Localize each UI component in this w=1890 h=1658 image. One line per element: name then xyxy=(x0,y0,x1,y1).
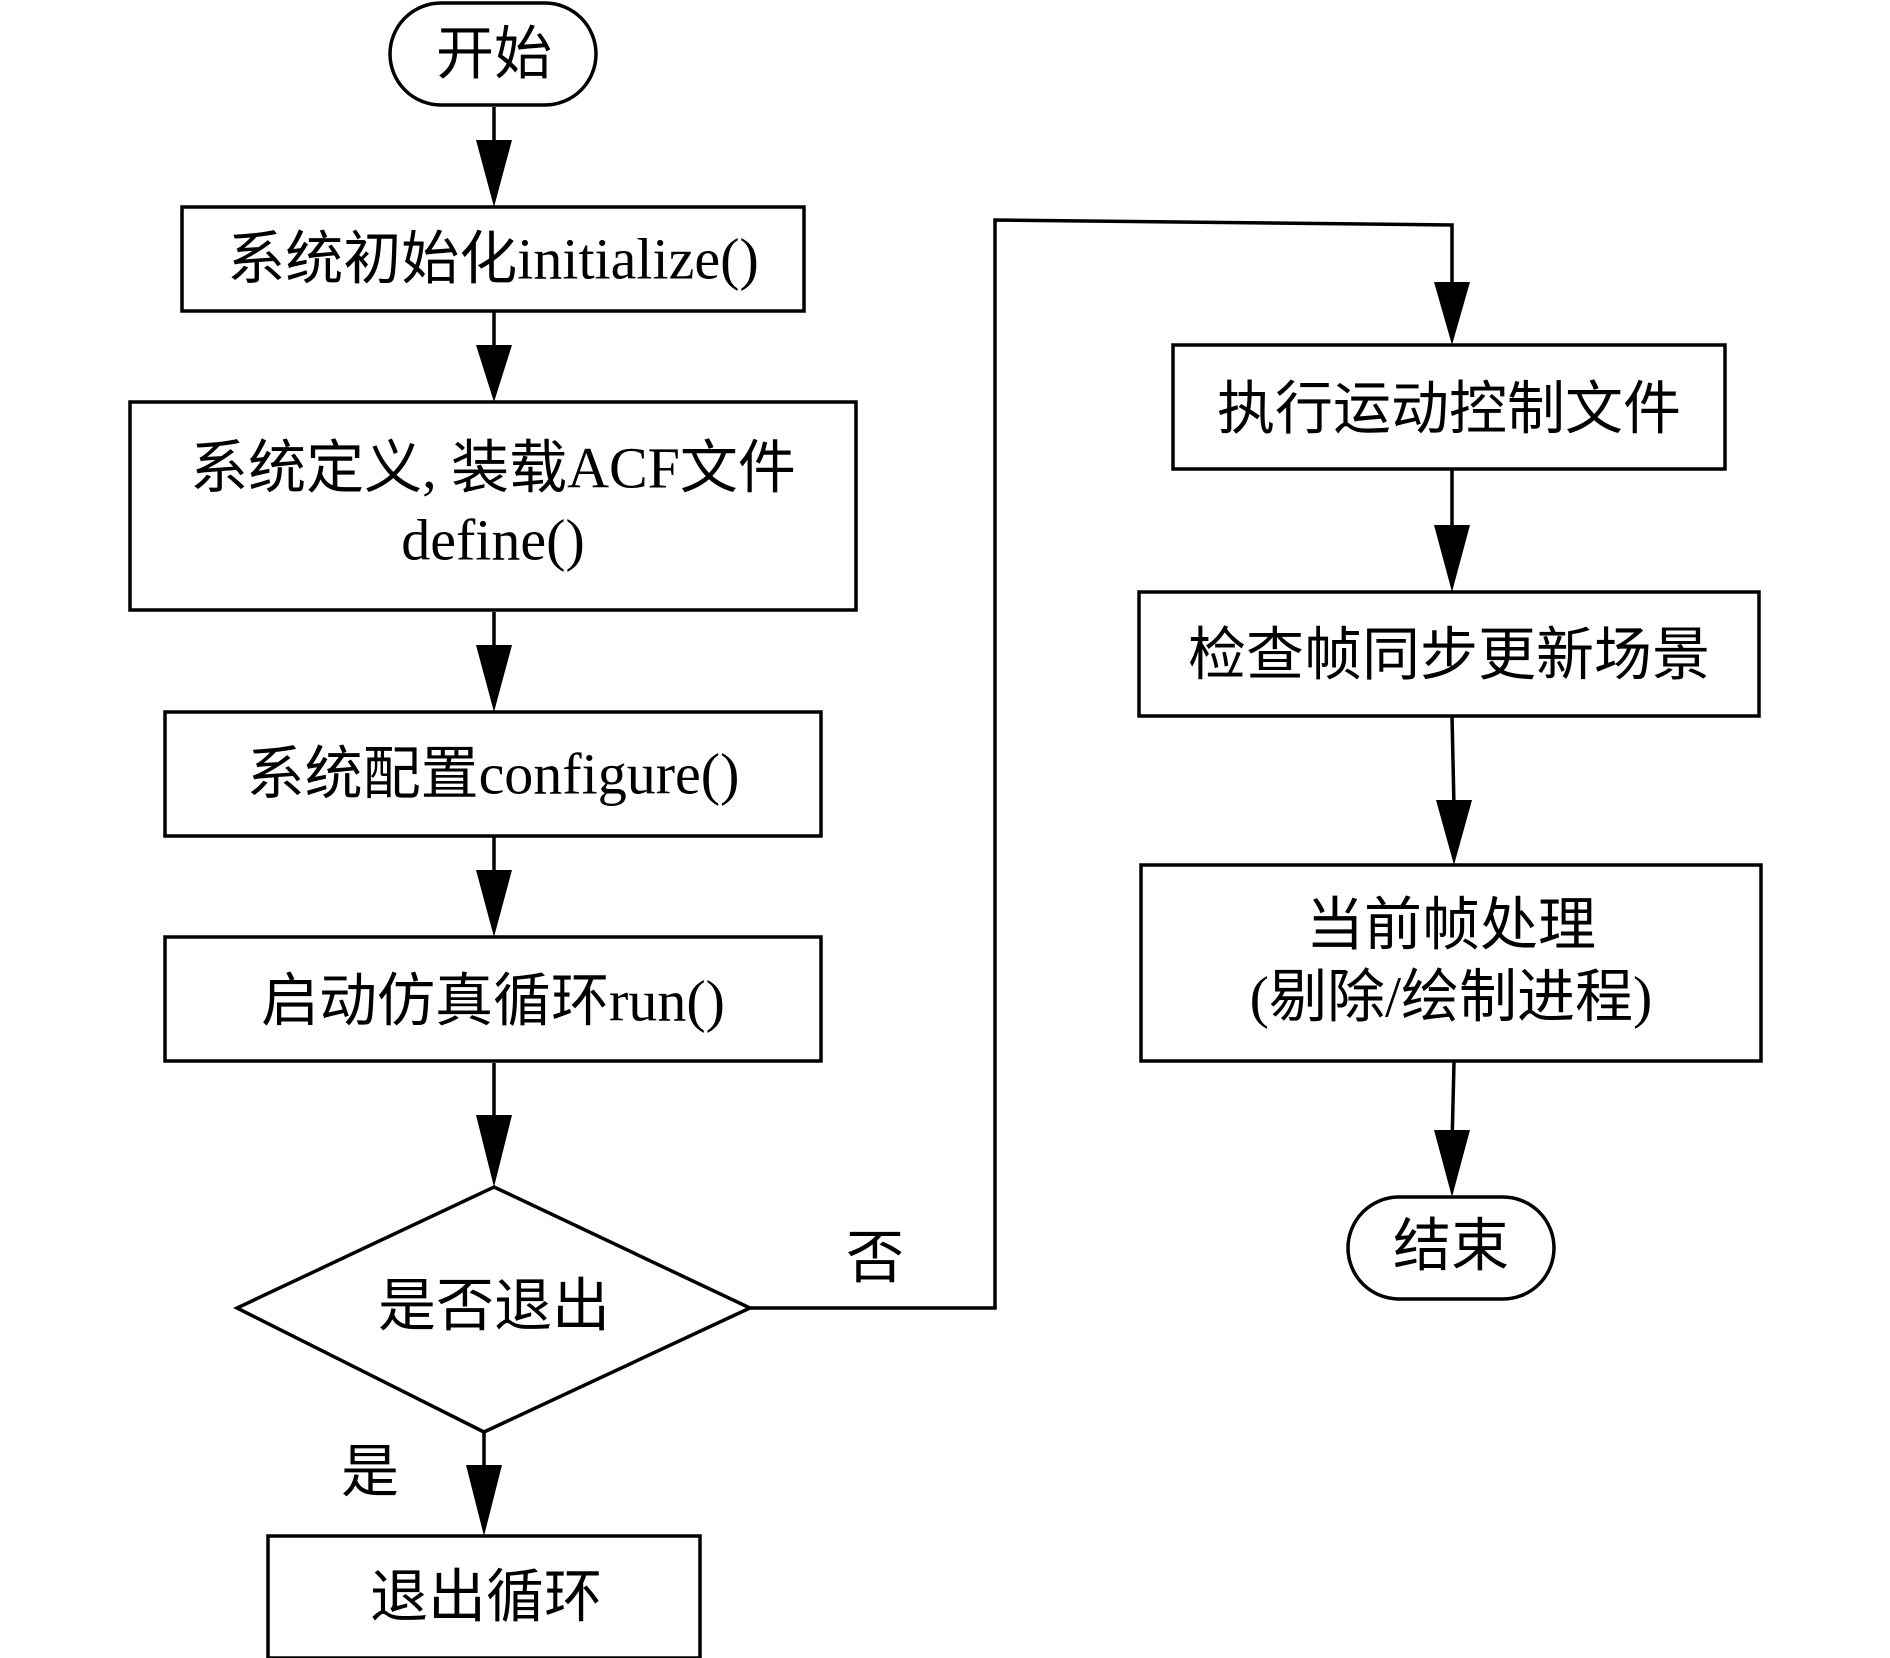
arrowheads xyxy=(466,140,1472,1536)
arrowhead xyxy=(476,345,512,402)
check-label: 检查帧同步更新场景 xyxy=(1188,623,1710,688)
node-exit-loop: 退出循环 xyxy=(266,1534,702,1658)
decision-label: 是否退出 xyxy=(378,1274,610,1339)
process-box xyxy=(163,935,823,1063)
arrowhead xyxy=(466,1465,502,1536)
arrowhead xyxy=(1434,525,1470,592)
arrowhead xyxy=(1436,800,1472,865)
decision-diamond xyxy=(232,1185,755,1434)
node-execute: 执行运动控制文件 xyxy=(1171,343,1727,471)
node-run: 启动仿真循环run() xyxy=(163,935,823,1063)
process-label-line2: (剔除/绘制进程) xyxy=(1250,965,1653,1030)
edge-check-to-process xyxy=(1450,715,1456,808)
node-configure: 系统配置configure() xyxy=(163,710,823,838)
node-initialize: 系统初始化initialize() xyxy=(180,205,806,313)
terminal-shape xyxy=(388,1,598,107)
arrowhead xyxy=(476,645,512,712)
edge-label-no: 否 xyxy=(846,1226,904,1291)
process-box xyxy=(266,1534,702,1658)
arrowhead xyxy=(1434,1130,1470,1197)
define-label-line2: define() xyxy=(401,508,585,573)
node-end: 结束 xyxy=(1346,1195,1556,1301)
node-define: 系统定义, 装载ACF文件 define() xyxy=(128,400,858,612)
run-label: 启动仿真循环run() xyxy=(261,969,725,1034)
node-decision: 是否退出 xyxy=(232,1185,755,1434)
arrowhead xyxy=(1434,282,1470,345)
start-label: 开始 xyxy=(436,22,552,87)
edge-decision-no-to-execute xyxy=(750,218,1454,1310)
arrowhead xyxy=(476,140,512,207)
node-check: 检查帧同步更新场景 xyxy=(1137,590,1761,718)
process-box xyxy=(1171,343,1727,471)
process-label-line1: 当前帧处理 xyxy=(1306,893,1596,958)
terminal-shape xyxy=(1346,1195,1556,1301)
arrowhead xyxy=(476,870,512,937)
arrowhead xyxy=(476,1115,512,1187)
process-box xyxy=(180,205,806,313)
configure-label: 系统配置configure() xyxy=(247,742,740,807)
node-process: 当前帧处理 (剔除/绘制进程) xyxy=(1139,863,1763,1063)
execute-label: 执行运动控制文件 xyxy=(1217,377,1681,442)
end-label: 结束 xyxy=(1393,1214,1509,1279)
process-box xyxy=(163,710,823,838)
exit-loop-label: 退出循环 xyxy=(370,1565,602,1630)
initialize-label: 系统初始化initialize() xyxy=(227,227,759,292)
node-start: 开始 xyxy=(388,1,598,107)
process-box xyxy=(1137,590,1761,718)
process-box xyxy=(1139,863,1763,1063)
edge-label-yes: 是 xyxy=(341,1440,399,1505)
process-box xyxy=(128,400,858,612)
define-label-line1: 系统定义, 装载ACF文件 xyxy=(190,436,796,501)
